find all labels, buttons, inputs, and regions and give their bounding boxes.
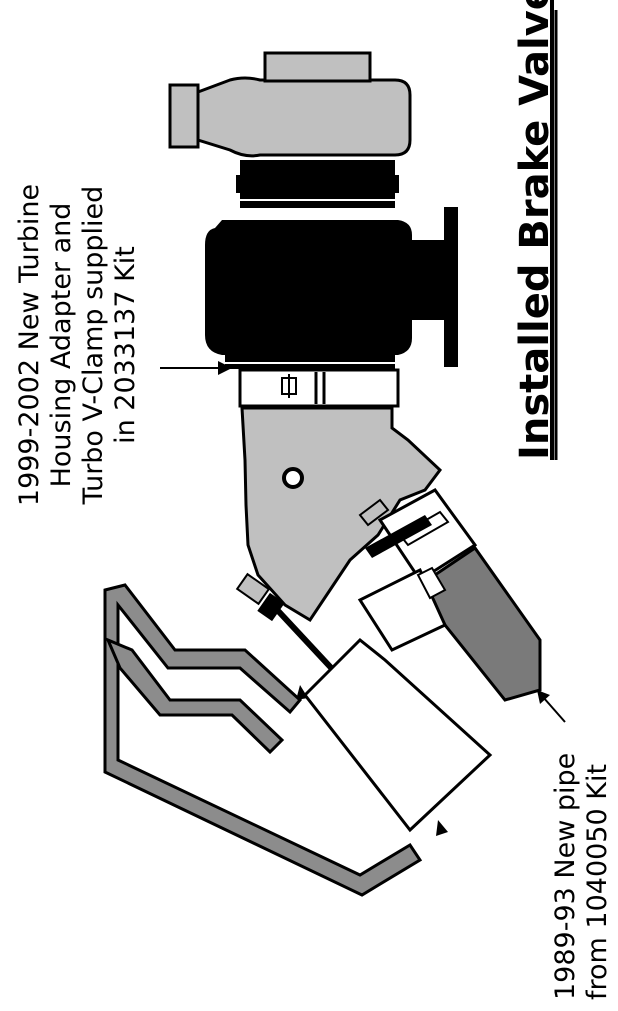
arrow-new-pipe [537,690,566,723]
valve-gasket [365,515,432,558]
callout-turbine-line-3: Turbo V-Clamp supplied [78,186,109,506]
brake-valve-body [357,488,542,702]
arrow-turbine-adapter [160,361,232,375]
callout-pipe-line-2: from 1040050 Kit [582,764,613,1000]
turbo-center-section [236,160,399,208]
actuator-rod [235,572,338,675]
callout-turbine-adapter: 1999-2002 New Turbine Housing Adapter an… [14,184,141,506]
callout-turbine-line-1: 1999-2002 New Turbine [14,184,45,506]
turbine-outlet-neck [225,355,395,369]
new-exhaust-pipe [296,637,493,836]
v-clamp [238,368,400,408]
turbine-housing [205,207,458,367]
callout-pipe-line-1: 1989-93 New pipe [550,753,581,1000]
title-text: Installed Brake Valve [512,0,558,460]
exhaust-downpipe [103,583,423,897]
callout-turbine-line-4: in 2033137 Kit [110,246,141,444]
turbine-housing-adapter [240,406,443,623]
compressor-inlet [168,51,412,158]
adapter-bolt-hole [282,467,304,489]
callout-new-pipe: 1989-93 New pipe from 1040050 Kit [550,753,613,1000]
callout-turbine-line-2: Housing Adapter and [46,203,77,488]
diagram-title: Installed Brake Valve [512,0,558,460]
